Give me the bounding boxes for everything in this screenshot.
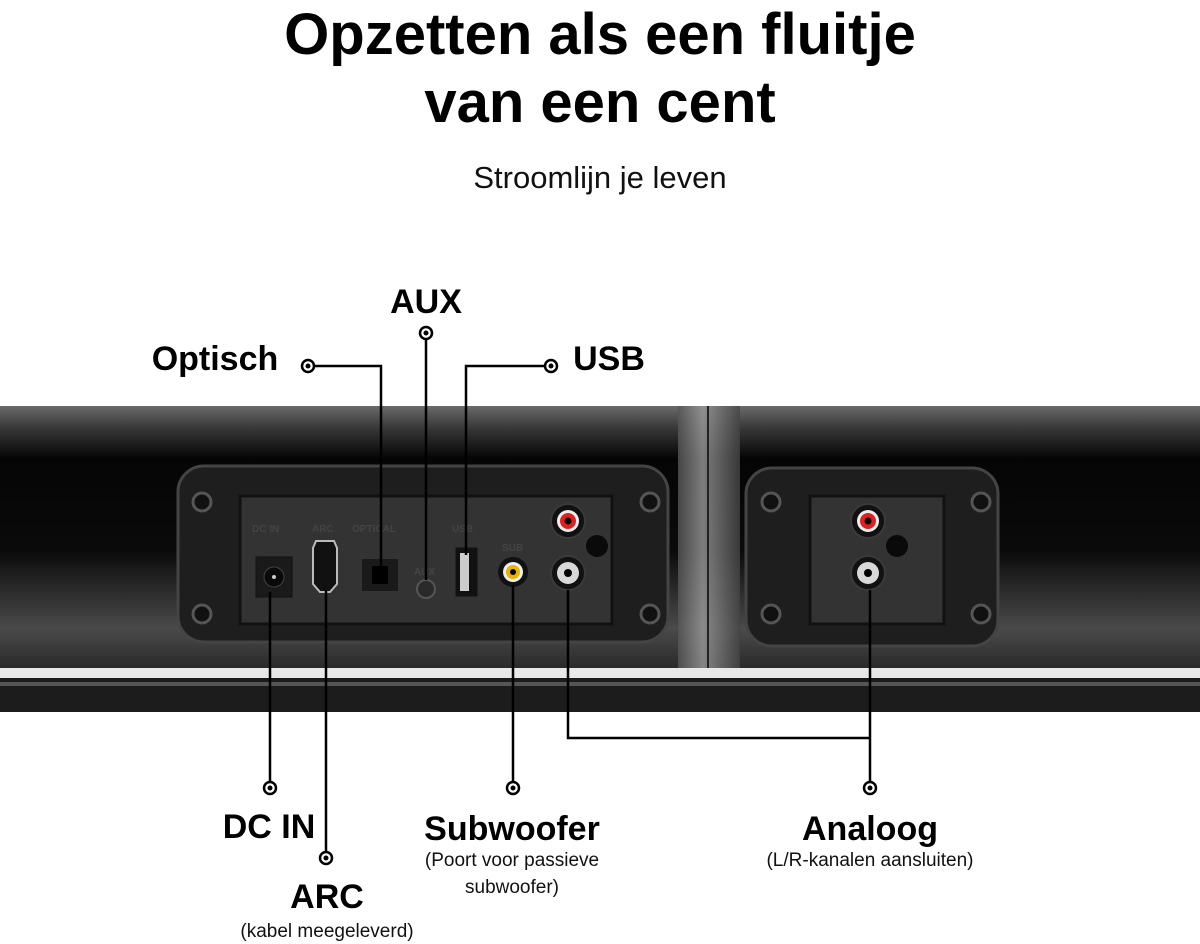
note-subwoofer-2: subwoofer)	[465, 877, 559, 898]
label-analog: Analoog	[802, 810, 938, 848]
port-label-sub: SUB	[502, 543, 523, 554]
aux-port	[416, 579, 436, 599]
label-usb: USB	[573, 340, 645, 378]
note-analog: (L/R-kanalen aansluiten)	[766, 850, 973, 871]
screw-icon	[191, 491, 213, 513]
usb-port	[454, 546, 479, 598]
screw-icon	[639, 491, 661, 513]
headline-line-2: van een cent	[424, 70, 776, 135]
analog-rca-red-port	[850, 503, 886, 539]
leader-lines	[268, 333, 872, 858]
leader-usb	[464, 364, 551, 555]
note-subwoofer-1: (Poort voor passieve	[425, 850, 599, 871]
port-label-optical: OPTICAL	[352, 524, 396, 535]
label-aux: AUX	[390, 283, 462, 321]
rear-panel-left: DC IN ARC OPTICAL AUX USB SUB	[176, 464, 670, 644]
label-dc-in: DC IN	[223, 808, 316, 846]
port-label-dc-in: DC IN	[252, 524, 279, 535]
mount-hole	[586, 535, 608, 557]
screw-icon	[191, 603, 213, 625]
screw-icon	[970, 603, 992, 625]
dc-in-port	[255, 556, 293, 598]
rca-right-white-port	[550, 555, 586, 591]
port-label-arc: ARC	[312, 524, 334, 535]
leader-analog-left	[566, 590, 870, 740]
port-label-aux: AUX	[414, 567, 435, 578]
rear-panel-right	[744, 466, 1000, 648]
subtitle: Stroomlijn je leven	[473, 160, 727, 195]
port-label-usb: USB	[452, 524, 473, 535]
screw-icon	[970, 491, 992, 513]
leader-optical	[308, 364, 383, 572]
screw-icon	[639, 603, 661, 625]
screw-icon	[760, 491, 782, 513]
analog-rca-white-port	[850, 555, 886, 591]
rca-left-red-port	[550, 503, 586, 539]
label-arc: ARC	[290, 878, 364, 916]
headline-line-1: Opzetten als een fluitje	[284, 2, 916, 67]
note-arc: (kabel meegeleverd)	[240, 921, 413, 942]
subwoofer-rca-port	[498, 557, 528, 587]
screw-icon	[760, 603, 782, 625]
label-optical: Optisch	[152, 340, 279, 378]
hdmi-arc-port	[312, 540, 338, 593]
label-subwoofer: Subwoofer	[424, 810, 600, 848]
